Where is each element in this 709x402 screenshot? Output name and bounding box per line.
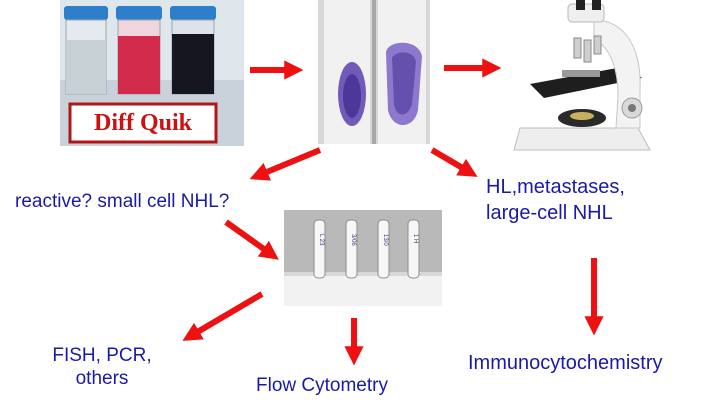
fish-line-2: others — [75, 368, 129, 389]
microscope-photo — [510, 0, 656, 154]
arrow-to-reactive — [249, 147, 322, 181]
arrow-to-hl — [430, 147, 478, 177]
stained-slides-photo — [318, 0, 430, 144]
fish-pcr-label: FISH, PCR, others — [46, 344, 158, 390]
fish-line-1: FISH, PCR, — [52, 345, 152, 366]
hl-line-2: large-cell NHL — [486, 202, 613, 224]
immunocytochemistry-label: Immunocytochemistry — [468, 352, 663, 374]
arrow-tubes-to-fish — [182, 291, 264, 341]
hl-metastases-label: HL,metastases, large-cell NHL — [486, 174, 625, 226]
diff-quik-photo: Diff Quik — [60, 0, 244, 146]
test-tubes-photo: L 23 3/06 13/0 1 H — [284, 210, 442, 306]
diff-quik-label: Diff Quik — [93, 110, 192, 136]
arrow-reactive-to-tubes — [224, 219, 279, 260]
hl-line-1: HL,metastases, — [486, 176, 625, 198]
reactive-small-cell-label: reactive? small cell NHL? — [15, 191, 230, 212]
flow-cytometry-label: Flow Cytometry — [256, 375, 388, 396]
